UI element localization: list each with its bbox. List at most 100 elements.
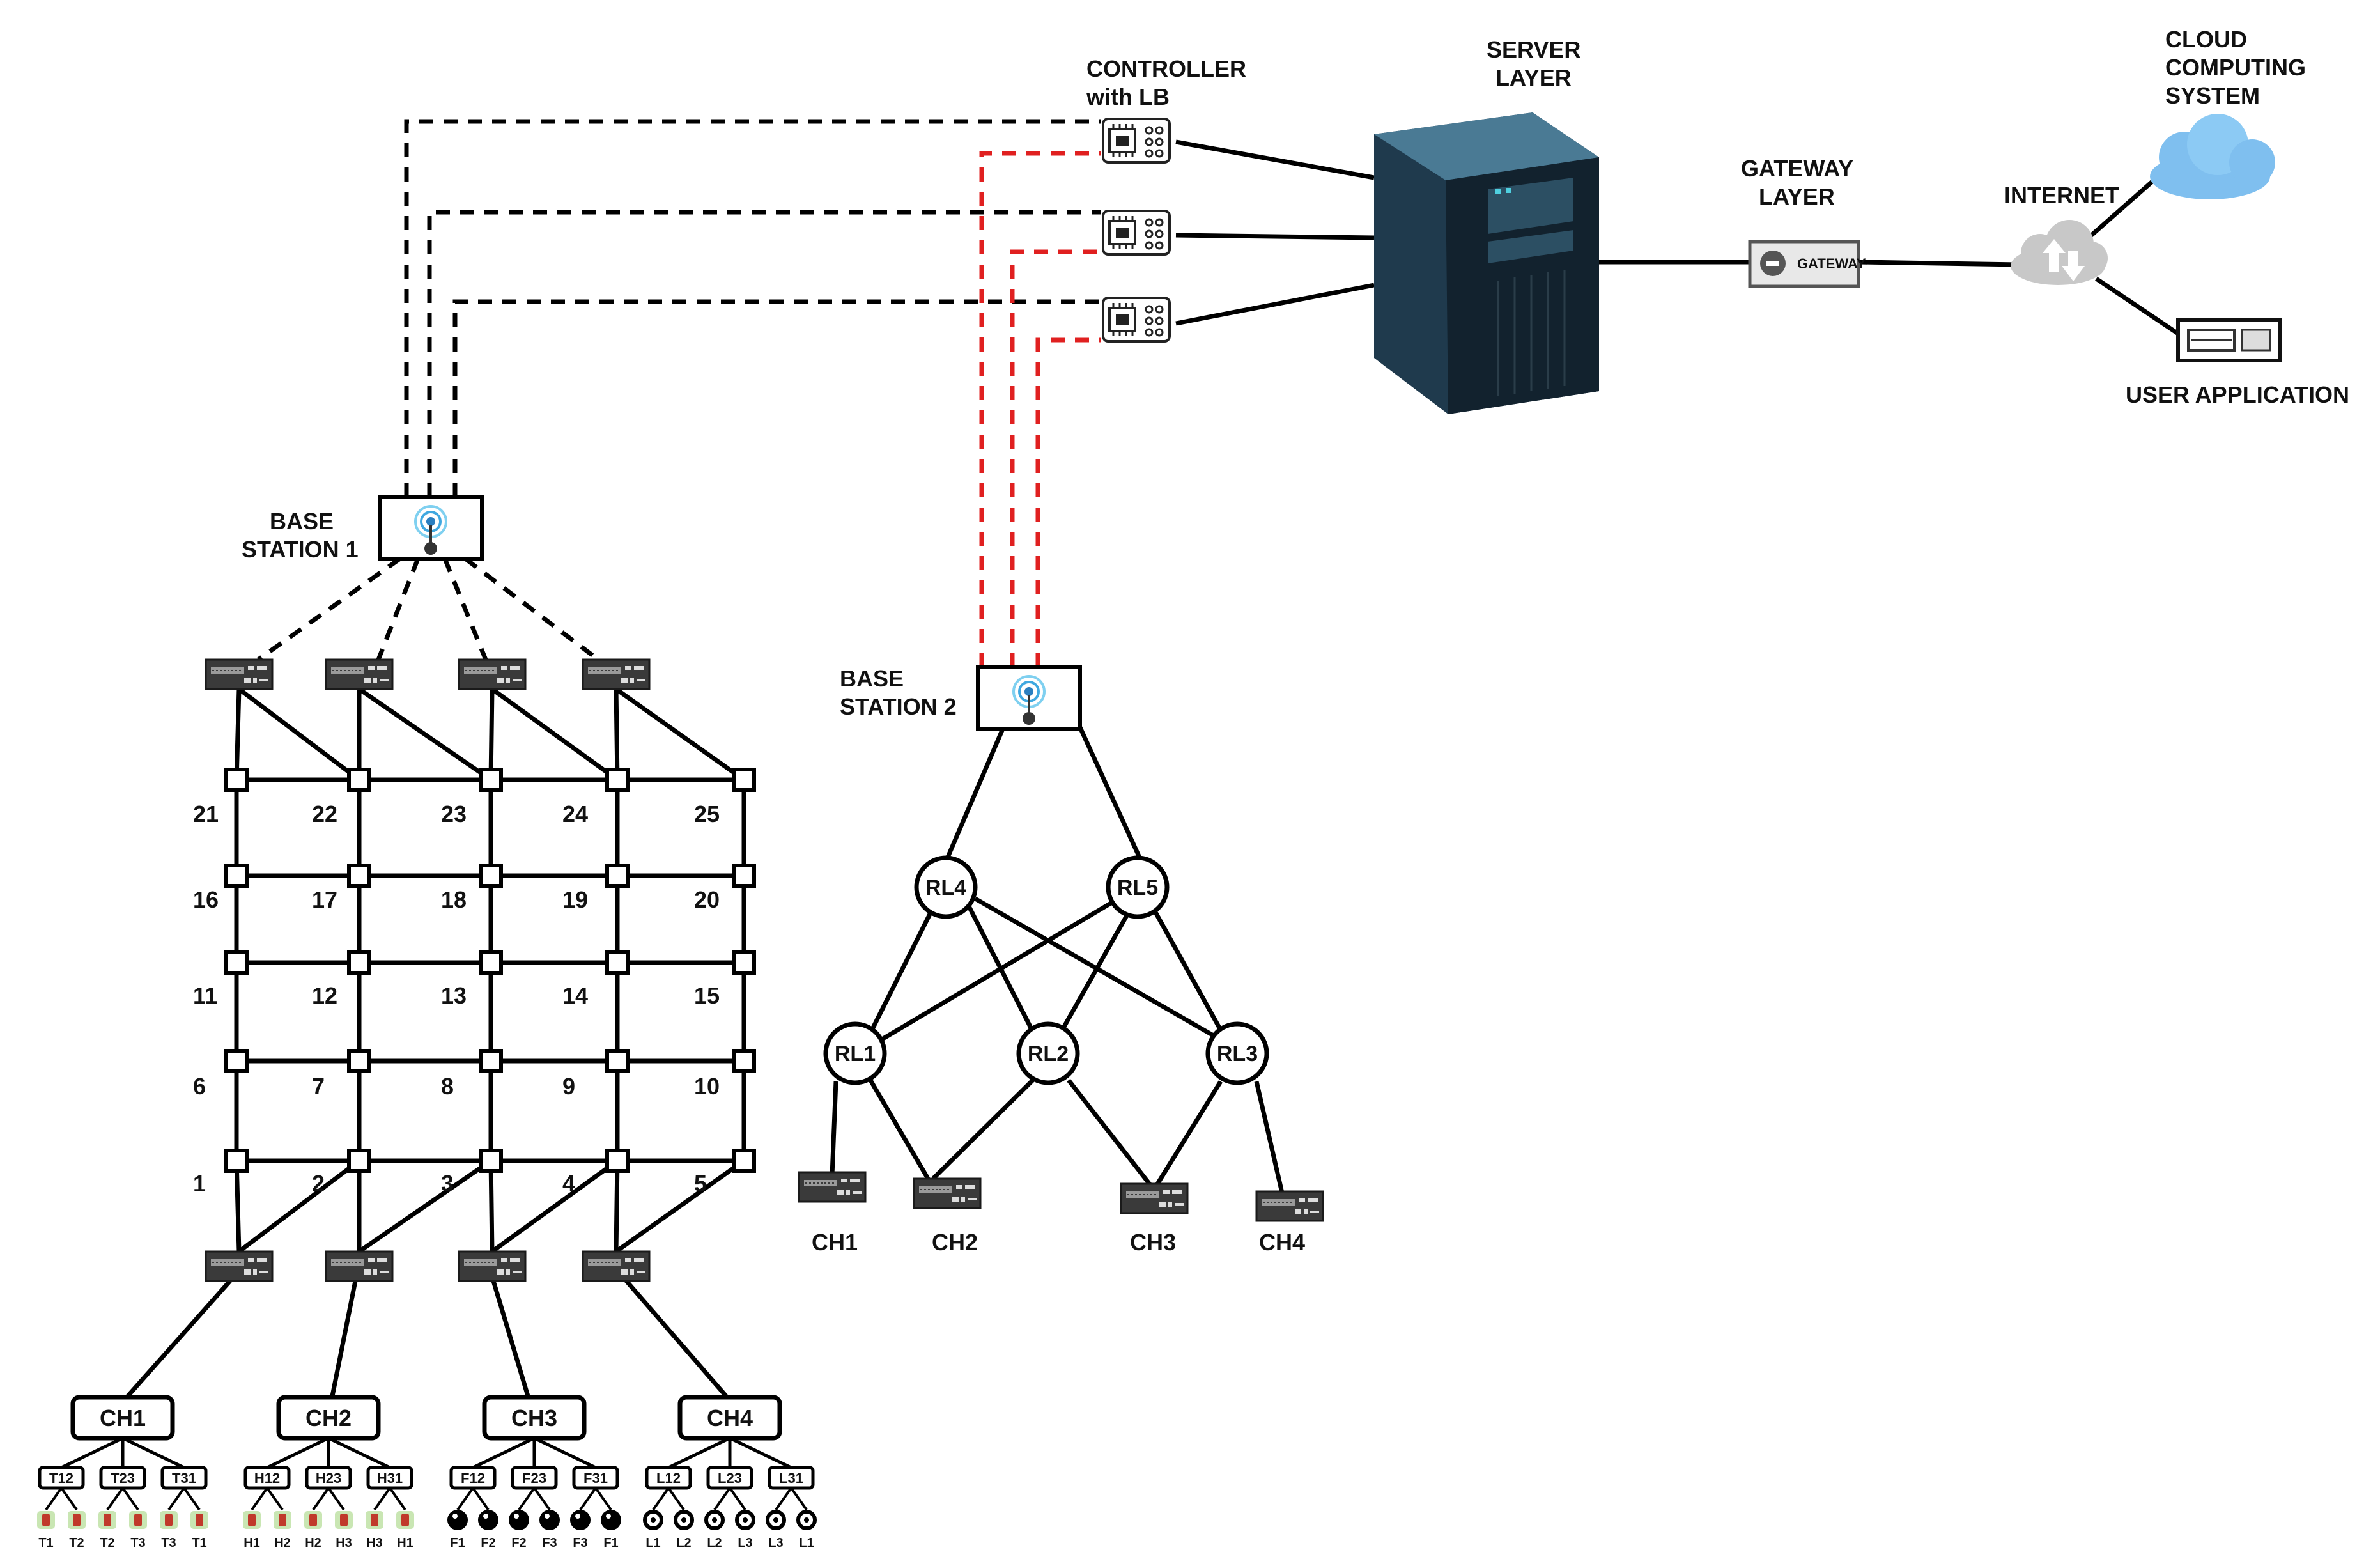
relay-node-rl2[interactable]: RL2	[1016, 1021, 1080, 1085]
sensor-node-icon[interactable]	[335, 1511, 353, 1529]
cluster-head-box[interactable]: CH2	[276, 1395, 381, 1441]
grid-node[interactable]	[605, 1149, 630, 1173]
gateway-device[interactable]: GATEWAY	[1748, 240, 1866, 288]
sub-cluster-box[interactable]: T31	[160, 1466, 208, 1490]
base-station-1[interactable]	[380, 497, 482, 559]
switch-bottom-3[interactable]	[458, 1250, 527, 1282]
grid-node[interactable]	[605, 768, 630, 792]
sub-cluster-box[interactable]: F23	[511, 1466, 558, 1490]
sensor-node-icon[interactable]	[274, 1511, 291, 1529]
sensor-node-icon[interactable]	[643, 1510, 663, 1530]
cloud-computing-icon[interactable]	[2150, 114, 2275, 199]
grid-node[interactable]	[732, 950, 756, 975]
sensor-label: L2	[676, 1536, 691, 1550]
sub-cluster-box[interactable]: F12	[449, 1466, 497, 1490]
grid-node[interactable]	[347, 950, 371, 975]
base-station-2[interactable]	[978, 667, 1080, 729]
sub-cluster-box[interactable]: F31	[572, 1466, 619, 1490]
sub-cluster-box[interactable]: L31	[768, 1466, 815, 1490]
switch-right-ch2[interactable]	[913, 1177, 982, 1209]
grid-node[interactable]	[224, 1049, 249, 1073]
sensor-node-icon[interactable]	[129, 1511, 147, 1529]
grid-node[interactable]	[347, 1149, 371, 1173]
switch-bottom-4[interactable]	[582, 1250, 651, 1282]
cluster-head-box[interactable]: CH4	[677, 1395, 782, 1441]
controller-1[interactable]	[1102, 118, 1171, 164]
sensor-node-icon[interactable]	[539, 1510, 560, 1530]
grid-node[interactable]	[605, 864, 630, 888]
sensor-node-icon[interactable]	[37, 1511, 55, 1529]
sensor-node-icon[interactable]	[601, 1510, 621, 1530]
relay-node-rl5[interactable]: RL5	[1106, 855, 1170, 919]
grid-node[interactable]	[224, 1149, 249, 1173]
grid-node[interactable]	[732, 1049, 756, 1073]
sub-cluster-box[interactable]: H23	[305, 1466, 352, 1490]
switch-top-3[interactable]	[458, 658, 527, 690]
relay-node-rl1[interactable]: RL1	[823, 1021, 887, 1085]
grid-node[interactable]	[224, 864, 249, 888]
grid-node[interactable]	[605, 1049, 630, 1073]
grid-node[interactable]	[479, 1049, 503, 1073]
switch-right-ch3[interactable]	[1120, 1182, 1189, 1214]
sub-cluster-box[interactable]: H12	[243, 1466, 291, 1490]
sensor-node-icon[interactable]	[190, 1511, 208, 1529]
controller-2[interactable]	[1102, 210, 1171, 256]
controller-3[interactable]	[1102, 297, 1171, 343]
sensor-node-icon[interactable]	[447, 1510, 468, 1530]
server-icon[interactable]	[1374, 112, 1599, 414]
sensor-node-icon[interactable]	[243, 1511, 261, 1529]
grid-node[interactable]	[732, 768, 756, 792]
grid-node[interactable]	[347, 1049, 371, 1073]
grid-node[interactable]	[732, 864, 756, 888]
grid-node[interactable]	[224, 768, 249, 792]
sensor-label: F1	[603, 1536, 618, 1550]
sub-cluster-label: H23	[316, 1470, 341, 1486]
sub-cluster-box[interactable]: T12	[38, 1466, 85, 1490]
grid-node[interactable]	[347, 768, 371, 792]
sensor-node-icon[interactable]	[674, 1510, 694, 1530]
sensor-node-icon[interactable]	[366, 1511, 383, 1529]
relay-node-rl4[interactable]: RL4	[914, 855, 978, 919]
switch-top-2[interactable]	[325, 658, 394, 690]
sensor-node-icon[interactable]	[396, 1511, 414, 1529]
sensor-node-icon[interactable]	[735, 1510, 755, 1530]
controller-server-link-3	[1175, 283, 1375, 326]
grid-node[interactable]	[479, 768, 503, 792]
sub-cluster-box[interactable]: L23	[706, 1466, 753, 1490]
sensor-node-icon[interactable]	[160, 1511, 178, 1529]
switch-right-ch4[interactable]	[1255, 1190, 1324, 1222]
sensor-node-icon[interactable]	[68, 1511, 86, 1529]
sensor-node-icon[interactable]	[766, 1510, 786, 1530]
grid-node[interactable]	[479, 864, 503, 888]
switch-right-ch1[interactable]	[798, 1171, 867, 1203]
sensor-node-icon[interactable]	[98, 1511, 116, 1529]
sensor-label: T1	[38, 1536, 53, 1550]
grid-node[interactable]	[605, 950, 630, 975]
sensor-node-icon[interactable]	[796, 1510, 817, 1530]
switch-top-4[interactable]	[582, 658, 651, 690]
sub-cluster-box[interactable]: L12	[645, 1466, 692, 1490]
user-application-icon[interactable]	[2176, 318, 2282, 362]
internet-cloud-icon[interactable]	[2011, 220, 2108, 285]
cluster-head-box[interactable]: CH1	[70, 1395, 175, 1441]
cluster-head-label: CH2	[305, 1405, 352, 1431]
sensor-node-icon[interactable]	[704, 1510, 725, 1530]
grid-node[interactable]	[224, 950, 249, 975]
grid-node[interactable]	[732, 1149, 756, 1173]
sensor-node-icon[interactable]	[509, 1510, 529, 1530]
sensor-node-icon[interactable]	[304, 1511, 322, 1529]
switch-bottom-1[interactable]	[205, 1250, 274, 1282]
grid-node[interactable]	[347, 864, 371, 888]
sub-cluster-box[interactable]: T23	[99, 1466, 146, 1490]
relay-node-rl3[interactable]: RL3	[1205, 1021, 1269, 1085]
sub-cluster-box[interactable]: H31	[366, 1466, 413, 1490]
sensor-node-icon[interactable]	[570, 1510, 591, 1530]
switch-top-1[interactable]	[205, 658, 274, 690]
switch-bottom-2[interactable]	[325, 1250, 394, 1282]
grid-node[interactable]	[479, 1149, 503, 1173]
grid-node[interactable]	[479, 950, 503, 975]
sensor-node-icon[interactable]	[478, 1510, 498, 1530]
cluster-head-box[interactable]: CH3	[482, 1395, 587, 1441]
